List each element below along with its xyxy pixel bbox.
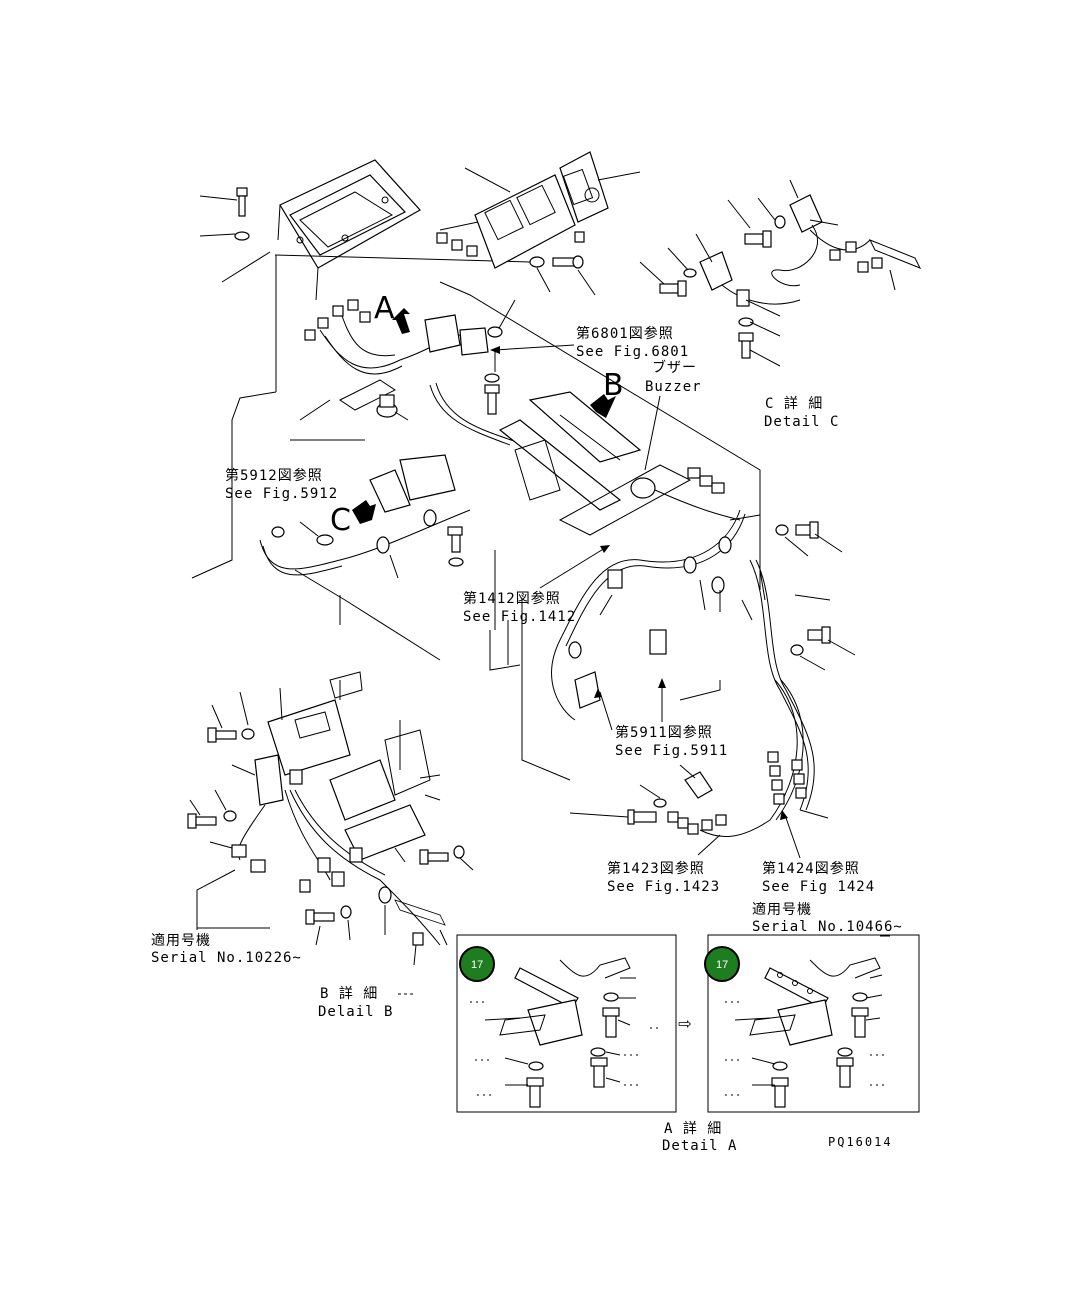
detail-a-box-left: [456, 934, 677, 1113]
svg-text:Detail C: Detail C: [764, 414, 839, 430]
svg-text:第5912図参照: 第5912図参照: [225, 467, 323, 484]
svg-text:See Fig.1423: See Fig.1423: [607, 879, 720, 895]
detail-c-label: C 詳 細 Detail C: [764, 396, 839, 430]
detail-c-arrow: C: [330, 500, 376, 538]
svg-text:See Fig.5912: See Fig.5912: [225, 486, 338, 502]
detail-b-parts: [187, 671, 474, 966]
bolt-top-left: [199, 187, 271, 283]
svg-text:See Fig 1424: See Fig 1424: [762, 879, 875, 895]
svg-text:C 詳 細: C 詳 細: [765, 396, 823, 412]
ref-1412: 第1412図参照 See Fig.1412: [463, 545, 610, 625]
svg-text:17: 17: [716, 959, 728, 971]
harness-c-area: [259, 454, 471, 579]
ref-1424: 第1424図参照 See Fig 1424: [762, 810, 875, 895]
harness-right: [551, 509, 831, 838]
svg-text:See Fig.6801: See Fig.6801: [576, 344, 689, 360]
svg-text:ブザー: ブザー: [652, 359, 697, 376]
detail-b-label: B 詳 細 Delail B: [318, 986, 414, 1020]
detail-b-arrow: B: [590, 368, 624, 418]
svg-text:Delail B: Delail B: [318, 1004, 393, 1020]
label-a: A: [374, 291, 395, 326]
svg-text:PQ16014: PQ16014: [828, 1135, 893, 1149]
serial-new-label: 適用号機 Serial No.10466~: [752, 901, 903, 937]
svg-text:17: 17: [471, 959, 483, 971]
svg-text:Buzzer: Buzzer: [645, 379, 702, 395]
monitor-panel: [436, 167, 576, 269]
callout-17-left: 17: [459, 946, 495, 982]
transition-arrow: ⇨: [678, 1011, 692, 1036]
harness-left: [304, 299, 515, 446]
center-panel: [498, 391, 741, 536]
cab-floor-outline: [191, 281, 761, 781]
svg-text:See Fig.1412: See Fig.1412: [463, 609, 576, 625]
ref-1423: 第1423図参照 See Fig.1423: [607, 860, 720, 895]
svg-text:第5911図参照: 第5911図参照: [615, 724, 713, 741]
fasteners-bottom-right: [569, 764, 727, 856]
serial-old-label: 適用号機 Serial No.10226~: [151, 932, 302, 966]
detail-a-arrow: A: [374, 291, 410, 334]
svg-text:第1424図参照: 第1424図参照: [762, 860, 860, 877]
svg-text:第1412図参照: 第1412図参照: [463, 590, 561, 607]
bolt-right: [775, 521, 856, 671]
ref-6801: 第6801図参照 See Fig.6801: [484, 299, 689, 415]
ref-5911: 第5911図参照 See Fig.5911: [594, 678, 728, 759]
detail-a-box-right: [707, 934, 920, 1113]
svg-text:適用号機: 適用号機: [151, 932, 211, 949]
washer-bolt-center: [529, 255, 596, 296]
svg-text:Serial No.10466~: Serial No.10466~: [752, 919, 903, 935]
detail-c-parts: [639, 179, 922, 367]
label-c: C: [330, 503, 351, 538]
gauge-unit: [559, 151, 641, 243]
svg-text:Serial No.10226~: Serial No.10226~: [151, 950, 302, 966]
svg-text:適用号機: 適用号機: [752, 901, 812, 918]
ref-5912: 第5912図参照 See Fig.5912: [225, 467, 338, 502]
svg-text:See Fig.5911: See Fig.5911: [615, 743, 728, 759]
label-b: B: [603, 368, 624, 403]
svg-text:第1423図参照: 第1423図参照: [607, 860, 705, 877]
detail-a-label: A 詳 細 Detail A: [662, 1121, 737, 1154]
callout-17-right: 17: [704, 946, 740, 982]
svg-text:第6801図参照: 第6801図参照: [576, 325, 674, 342]
svg-text:Detail A: Detail A: [662, 1138, 737, 1154]
buzzer-label: ブザー Buzzer: [644, 359, 702, 471]
svg-text:⇨: ⇨: [678, 1011, 692, 1036]
svg-text:B 詳 細: B 詳 細: [320, 986, 378, 1002]
console-bracket: [277, 159, 421, 301]
drawing-id: PQ16014: [828, 1135, 893, 1149]
detail-b-serial-bracket: [196, 869, 270, 930]
svg-text:A 詳 細: A 詳 細: [664, 1121, 722, 1137]
